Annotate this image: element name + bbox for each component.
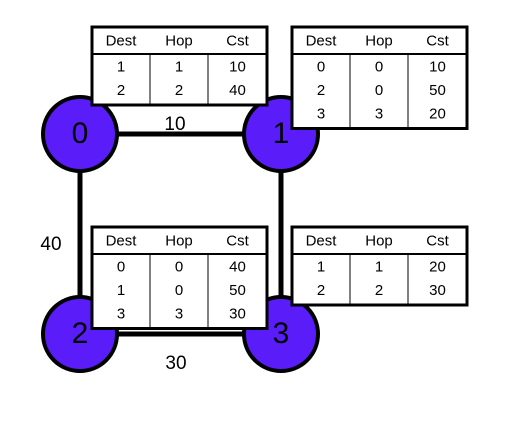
routing-table-cell: 40	[229, 82, 246, 99]
edge-label-0-1: 10	[164, 114, 185, 135]
node-2-label: 2	[72, 317, 89, 350]
routing-table-cell: 0	[175, 259, 183, 276]
routing-table-cell: 30	[429, 282, 446, 299]
routing-table-border	[90, 225, 269, 330]
routing-table-cell: 3	[117, 306, 125, 323]
routing-table-cell: 0	[375, 82, 383, 99]
edge-label-2-3: 30	[165, 353, 186, 374]
routing-table-cell: 2	[375, 282, 383, 299]
routing-table-cell: 1	[117, 59, 125, 76]
routing-table-header-cst: Cst	[426, 32, 449, 49]
routing-table-header-cst: Cst	[226, 232, 249, 249]
routing-table-header-cst: Cst	[226, 32, 249, 49]
routing-table-border	[290, 225, 469, 307]
routing-table-header-hop: Hop	[165, 32, 193, 49]
routing-table-border	[90, 25, 269, 107]
routing-table-cell: 0	[317, 59, 325, 76]
routing-table-cell: 50	[429, 82, 446, 99]
routing-table-cell: 20	[429, 259, 446, 276]
routing-table-cell: 3	[175, 306, 183, 323]
routing-table-cell: 2	[317, 282, 325, 299]
routing-table-header-dest: Dest	[306, 32, 338, 49]
routing-table-cell: 3	[375, 106, 383, 123]
routing-table-cell: 0	[375, 59, 383, 76]
node-0[interactable]: 0	[41, 95, 119, 173]
routing-table-node-3: Dest Hop Cst 1 1 20 2 2 30	[290, 225, 469, 307]
routing-table-cell: 30	[229, 306, 246, 323]
node-1-label: 1	[273, 117, 290, 150]
routing-table-header-cst: Cst	[426, 232, 449, 249]
routing-table-cell: 2	[317, 82, 325, 99]
routing-table-header-dest: Dest	[106, 232, 138, 249]
routing-table-node-0: Dest Hop Cst 1 1 10 2 2 40	[90, 25, 269, 107]
node-0-circle	[41, 95, 119, 173]
routing-table-cell: 1	[117, 282, 125, 299]
routing-table-cell: 1	[375, 259, 383, 276]
routing-table-header-hop: Hop	[365, 232, 393, 249]
routing-table-border	[290, 25, 469, 130]
routing-table-header-dest: Dest	[106, 32, 138, 49]
routing-table-cell: 1	[175, 59, 183, 76]
routing-table-cell: 0	[117, 259, 125, 276]
routing-table-cell: 2	[117, 82, 125, 99]
node-3-label: 3	[273, 317, 290, 350]
routing-table-cell: 0	[175, 282, 183, 299]
nodes-layer: 0 1 2 3	[41, 95, 320, 373]
routing-table-cell: 40	[229, 259, 246, 276]
routing-table-header-hop: Hop	[365, 32, 393, 49]
routing-table-node-2: Dest Hop Cst 0 0 40 1 0 50 3 3 30	[90, 225, 269, 330]
routing-table-cell: 2	[175, 82, 183, 99]
node-0-label: 0	[72, 117, 89, 150]
routing-table-header-hop: Hop	[165, 232, 193, 249]
edge-label-0-2: 40	[40, 234, 61, 255]
routing-table-cell: 50	[229, 282, 246, 299]
routing-table-cell: 10	[429, 59, 446, 76]
routing-table-cell: 10	[229, 59, 246, 76]
routing-table-cell: 20	[429, 106, 446, 123]
routing-table-cell: 3	[317, 106, 325, 123]
routing-table-cell: 1	[317, 259, 325, 276]
routing-table-header-dest: Dest	[306, 232, 338, 249]
